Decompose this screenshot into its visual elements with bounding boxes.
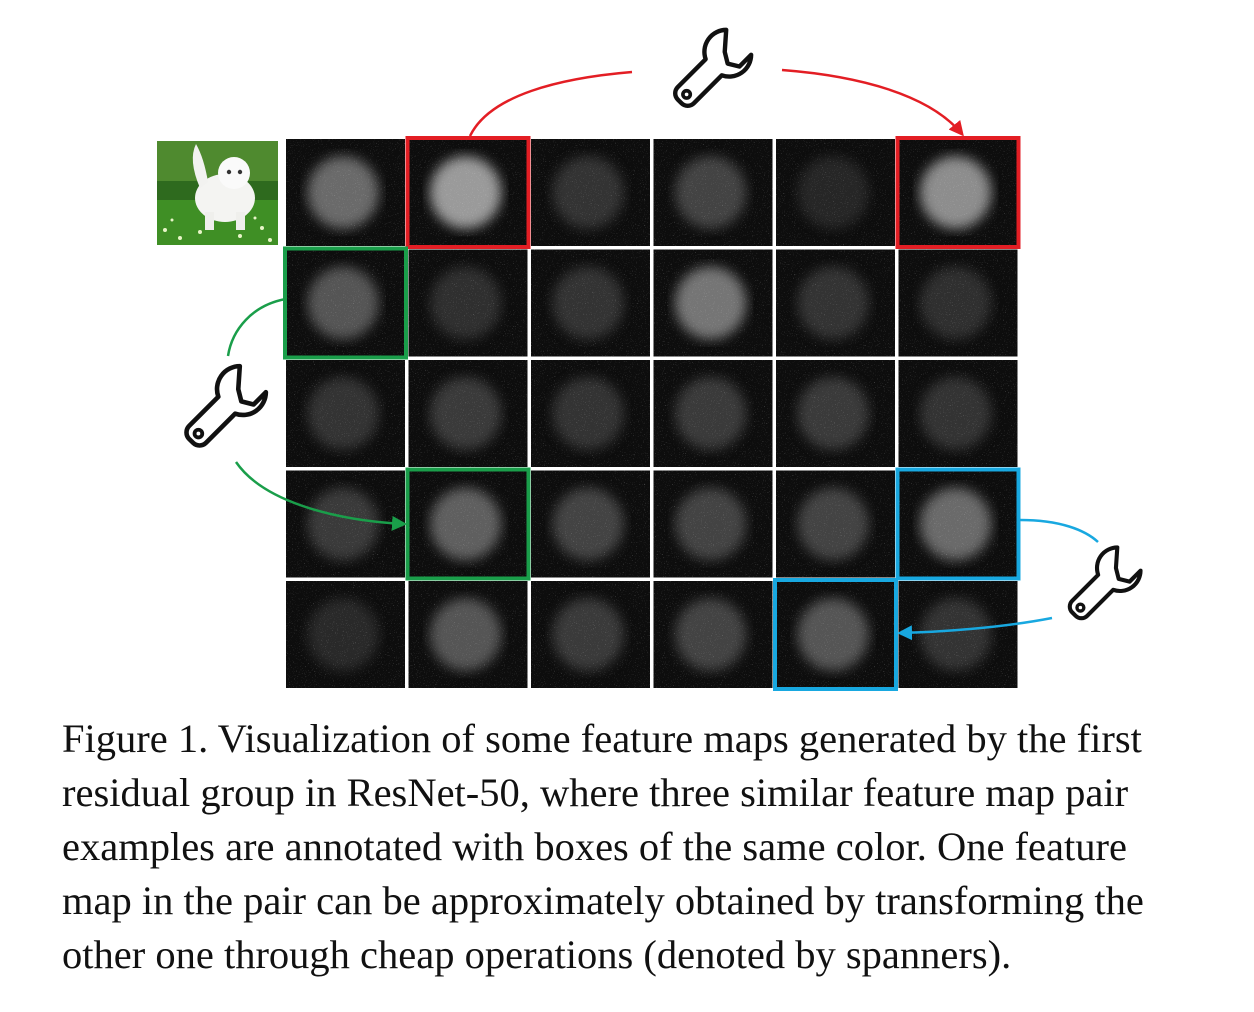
feature-map-tile <box>653 249 773 357</box>
feature-map-tile <box>898 249 1018 357</box>
pair-highlight-box <box>895 136 1021 249</box>
feature-map-tile <box>286 581 405 688</box>
feature-map-tile <box>653 360 773 467</box>
feature-map-tile <box>898 581 1018 688</box>
feature-map-tile <box>898 470 1018 578</box>
feature-map-tile <box>286 249 405 357</box>
feature-map-grid <box>286 139 1018 688</box>
feature-map-tile <box>776 360 895 467</box>
caption-line: Figure 1. Visualization of some feature … <box>62 716 1142 761</box>
feature-map-tile <box>408 470 528 578</box>
feature-map-tile <box>531 470 650 578</box>
feature-map-figure <box>157 0 1254 691</box>
feature-map-tile <box>898 139 1018 246</box>
pair-highlight-box <box>405 467 531 581</box>
feature-map-tile <box>776 249 895 357</box>
feature-map-tile <box>286 139 405 246</box>
wrench-icon <box>675 30 751 106</box>
pair-boxes <box>283 136 1021 691</box>
green-pair-connector <box>226 297 407 531</box>
feature-map-tile <box>776 581 895 688</box>
wrench-icon <box>186 366 265 445</box>
figure-caption: Figure 1. Visualization of some feature … <box>62 712 1222 982</box>
blue-pair-connector <box>897 518 1099 641</box>
pair-highlight-box <box>895 467 1021 581</box>
pair-highlight-box <box>773 578 898 691</box>
caption-line: residual group in ResNet-50, where three… <box>62 770 1129 815</box>
pair-highlight-box <box>405 136 531 249</box>
feature-map-tile <box>531 139 650 246</box>
feature-map-tile <box>776 139 895 246</box>
caption-line: map in the pair can be approximately obt… <box>62 878 1144 923</box>
red-pair-connector <box>468 68 964 137</box>
feature-map-tile <box>531 581 650 688</box>
feature-map-tile <box>653 470 773 578</box>
feature-map-tile <box>531 360 650 467</box>
feature-map-tile <box>408 581 528 688</box>
caption-line: examples are annotated with boxes of the… <box>62 824 1127 869</box>
feature-map-tile <box>898 360 1018 467</box>
feature-map-tile <box>286 360 405 467</box>
feature-map-tile <box>653 139 773 246</box>
pair-highlight-box <box>283 246 408 360</box>
feature-map-tile <box>286 470 405 578</box>
feature-map-tile <box>408 139 528 246</box>
feature-map-tile <box>531 249 650 357</box>
wrench-icon <box>1070 547 1141 618</box>
feature-map-tile <box>408 360 528 467</box>
input-image <box>157 141 278 245</box>
feature-map-tile <box>653 581 773 688</box>
feature-map-tile <box>776 470 895 578</box>
feature-map-tile <box>408 249 528 357</box>
caption-line: other one through cheap operations (deno… <box>62 932 1012 977</box>
